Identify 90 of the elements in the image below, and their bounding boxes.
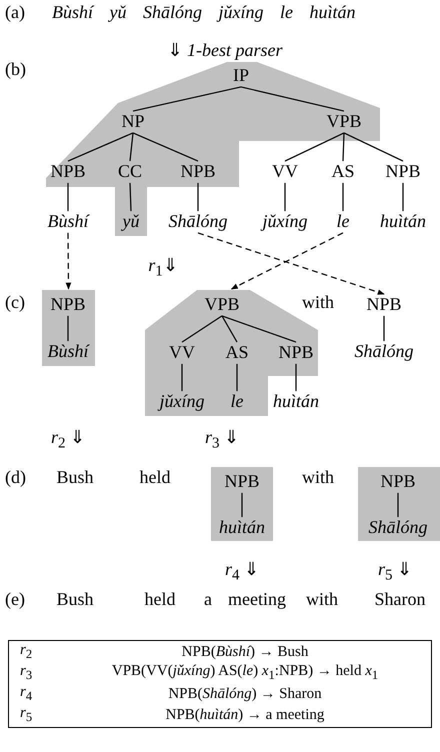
tree-branch [67,182,69,212]
word-label: Bùshí [48,212,88,232]
shaded-box [42,290,95,366]
rule-text: NPB(Bùshí) → Bush [182,644,308,660]
tree-branch [222,315,296,343]
tree-branch [295,364,297,392]
word-label: with [306,590,338,610]
category-label: VV [272,162,298,182]
shaded-box [211,467,273,541]
category-label: NPB [224,472,260,492]
word-label: Sharon [374,590,426,610]
tree-branch [342,182,344,212]
category-label: CC [118,162,142,182]
rule-name: r$_{2}$ [20,642,32,662]
tree-branch [284,132,344,162]
word-label: with [302,468,334,488]
word-label: Shālóng [168,212,228,232]
dashed-arrow [198,232,385,295]
word-label: Bush [56,590,94,610]
category-label: AS [226,343,248,363]
rule-arrow: r$_{3}$ ⇓ [205,428,239,452]
step-label: (b) [5,60,26,80]
category-label: IP [233,66,249,86]
category-label: NPB [278,343,314,363]
word-label: a [204,590,212,610]
category-label: NPB [366,295,402,315]
tree-branch [383,316,385,342]
category-label: AS [332,162,354,182]
tree-branch [68,132,134,162]
step-label: (a) [5,3,25,23]
rule-name: r$_{3}$ [20,663,32,683]
rule-name: r$_{5}$ [20,705,32,725]
category-label: NPB [180,162,216,182]
word-label: jǔxíng [160,392,204,412]
word-label: with [302,293,334,313]
category-label: VPB [326,112,362,132]
tree-branch [402,182,404,212]
shaded-box [358,467,440,541]
rule-arrow: r$_{2}$ ⇓ [51,428,85,452]
tree-branch [129,182,132,212]
rule-name: r$_{4}$ [20,684,32,704]
word-label: le [230,392,244,412]
word-label: meeting [228,590,286,610]
source-sentence: Bùshí yǔ Shālóng jǔxíng le huìtán [52,3,356,23]
category-label: NP [122,112,144,132]
tree-branch [132,86,242,112]
step-label: (e) [5,590,25,610]
tree-branch [344,132,404,162]
word-label: Shālóng [368,518,428,538]
word-label: huìtán [273,392,319,412]
step-label: (c) [5,293,25,313]
word-label: held [144,590,176,610]
word-label: Bush [56,468,94,488]
category-label: NPB [50,162,86,182]
word-label: Shālóng [354,342,414,362]
category-label: VPB [204,295,240,315]
category-label: NPB [386,162,420,182]
word-label: huìtán [380,212,426,232]
tree-branch [181,364,183,392]
rule-text: NPB(huìtán) → a meeting [166,706,324,724]
step-label: (d) [5,468,26,488]
word-label: huìtán [219,518,265,538]
tree-branch [397,492,399,518]
tree-branch [342,132,345,162]
parser-arrow: ⇓ 1-best parser [168,41,282,61]
word-label: yǔ [122,212,140,232]
dashed-arrow [66,232,72,290]
tree-branch [129,132,134,162]
tree-branch [241,492,243,518]
word-label: jǔxíng [262,212,308,232]
category-label: NPB [50,295,86,315]
category-label: VV [169,343,195,363]
tree-branch [221,316,238,342]
category-label: NPB [380,472,416,492]
tree-branch [197,182,199,212]
tree-branch [132,132,198,162]
tree-branch [284,182,286,212]
word-label: held [140,468,170,488]
dashed-arrow [230,232,344,290]
tree-branch [236,364,238,392]
rule-arrow: r$_{5}$ ⇓ [378,560,412,584]
rule-arrow: r$_{1}$⇓ [148,256,178,280]
tree-branch [182,315,222,343]
tree-branch [240,86,344,112]
rule-arrow: r$_{4}$ ⇓ [225,560,259,584]
rule-text: VPB(VV(jǔxíng) AS(le) x$_{1}$:NPB) → held x$_{1}$ [112,663,378,683]
tree-branch [67,316,69,342]
word-label: le [336,212,350,232]
rule-text: NPB(Shālóng) → Sharon [168,686,322,702]
word-label: Bùshí [48,342,88,362]
